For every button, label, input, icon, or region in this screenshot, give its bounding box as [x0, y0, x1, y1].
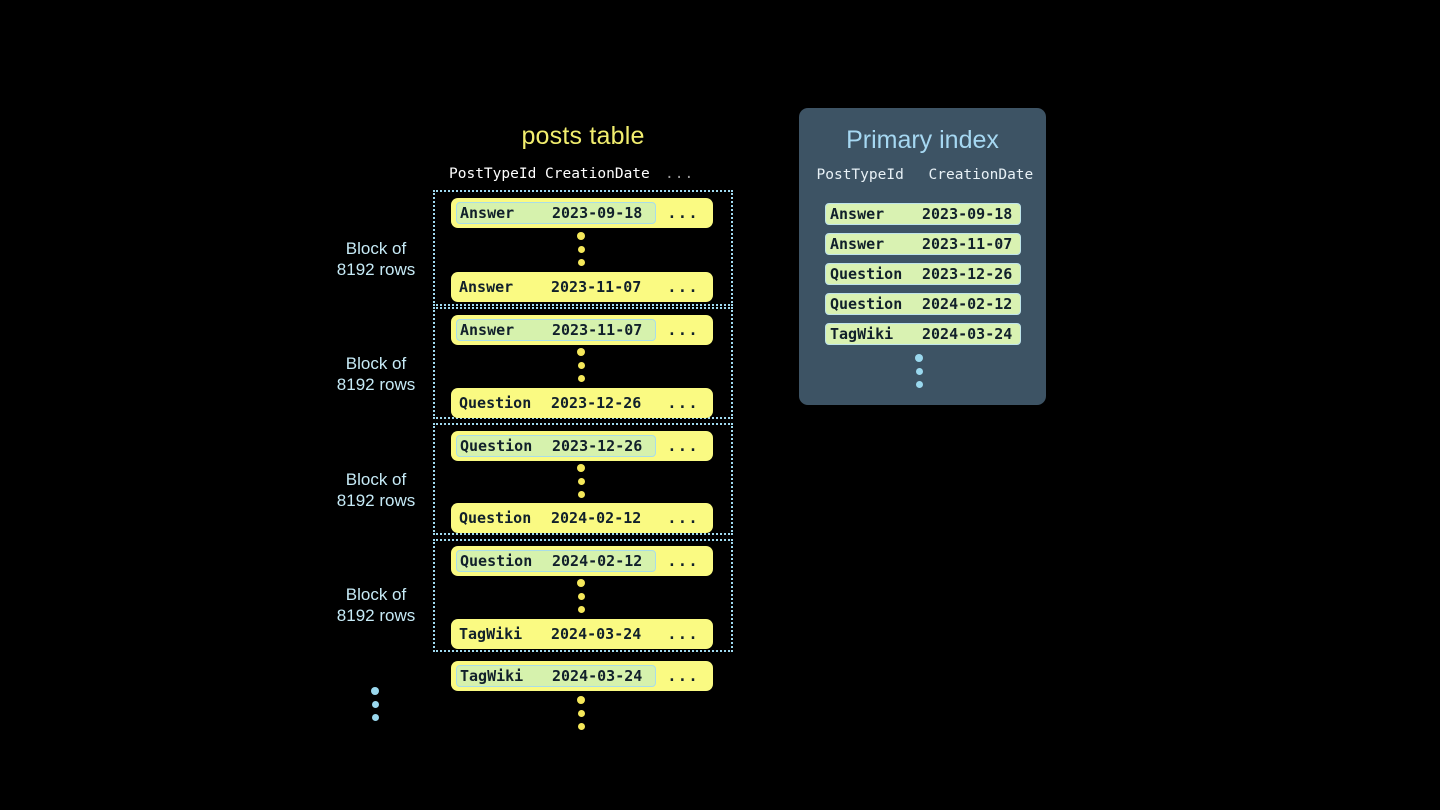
blocks-continuation-dots [371, 687, 379, 721]
block-1-label: Block of 8192 rows [311, 238, 441, 280]
row-ellipsis: ... [667, 437, 699, 455]
block-4 [433, 539, 733, 652]
block-4-label-line2: 8192 rows [336, 606, 416, 625]
index-posttypeid: Question [830, 295, 903, 313]
row-posttypeid: Answer [459, 278, 514, 296]
column-header-posttypeid: PostTypeId [449, 166, 537, 182]
posts-table-title: posts table [521, 122, 645, 150]
primary-index-title: Primary index [846, 126, 999, 154]
row-ellipsis: ... [667, 552, 699, 570]
row-creationdate: 2024-02-12 [552, 552, 643, 570]
index-posttypeid: Answer [830, 235, 885, 253]
index-entry[interactable]: Question 2023-12-26 [825, 263, 1021, 285]
index-posttypeid: Question [830, 265, 903, 283]
table-row[interactable]: TagWiki 2024-03-24 ... [451, 619, 713, 649]
row-creationdate: 2023-11-07 [551, 278, 642, 296]
column-header-ellipsis: ... [665, 166, 695, 182]
index-creationdate: 2023-09-18 [922, 205, 1013, 223]
row-ellipsis: ... [667, 625, 699, 643]
row-ellipsis: ... [667, 204, 699, 222]
row-posttypeid: Question [459, 394, 532, 412]
table-row[interactable]: Question 2024-02-12 ... [451, 546, 713, 576]
row-ellipsis: ... [667, 321, 699, 339]
index-entry[interactable]: Answer 2023-09-18 [825, 203, 1021, 225]
row-creationdate: 2024-03-24 [552, 667, 643, 685]
row-posttypeid: Question [459, 509, 532, 527]
index-continuation-dots [915, 354, 923, 388]
row-continuation-dots [577, 232, 585, 266]
block-2-label-line2: 8192 rows [336, 375, 416, 394]
index-creationdate: 2024-03-24 [922, 325, 1013, 343]
row-posttypeid: TagWiki [460, 667, 524, 685]
table-row[interactable]: Answer 2023-09-18 ... [451, 198, 713, 228]
row-ellipsis: ... [667, 278, 699, 296]
table-continuation-dots [577, 696, 585, 730]
index-entry[interactable]: TagWiki 2024-03-24 [825, 323, 1021, 345]
index-posttypeid: Answer [830, 205, 885, 223]
block-4-label-line1: Block of [345, 585, 407, 604]
block-1 [433, 190, 733, 306]
row-creationdate: 2023-09-18 [552, 204, 643, 222]
index-column-header-posttypeid: PostTypeId [816, 167, 904, 183]
row-ellipsis: ... [667, 394, 699, 412]
table-row[interactable]: Question 2024-02-12 ... [451, 503, 713, 533]
row-creationdate: 2024-03-24 [551, 625, 642, 643]
index-column-header-creationdate: CreationDate [928, 167, 1034, 183]
table-row[interactable]: Answer 2023-11-07 ... [451, 315, 713, 345]
block-2-label-line1: Block of [345, 354, 407, 373]
row-posttypeid: Question [460, 552, 533, 570]
row-posttypeid: Answer [460, 204, 515, 222]
block-4-label: Block of 8192 rows [311, 584, 441, 626]
row-creationdate: 2024-02-12 [551, 509, 642, 527]
index-creationdate: 2024-02-12 [922, 295, 1013, 313]
index-entry[interactable]: Answer 2023-11-07 [825, 233, 1021, 255]
block-3-label: Block of 8192 rows [311, 469, 441, 511]
block-2-label: Block of 8192 rows [311, 353, 441, 395]
block-1-label-line2: 8192 rows [336, 260, 416, 279]
row-posttypeid: Answer [460, 321, 515, 339]
table-row[interactable]: Question 2023-12-26 ... [451, 388, 713, 418]
row-ellipsis: ... [667, 667, 699, 685]
row-continuation-dots [577, 348, 585, 382]
row-continuation-dots [577, 579, 585, 613]
table-row[interactable]: TagWiki 2024-03-24 ... [451, 661, 713, 691]
primary-index-column-headers: PostTypeId CreationDate [799, 167, 1046, 183]
index-creationdate: 2023-12-26 [922, 265, 1013, 283]
row-posttypeid: Question [460, 437, 533, 455]
row-posttypeid: TagWiki [459, 625, 523, 643]
row-creationdate: 2023-12-26 [551, 394, 642, 412]
block-2 [433, 307, 733, 419]
table-row[interactable]: Question 2023-12-26 ... [451, 431, 713, 461]
index-posttypeid: TagWiki [830, 325, 894, 343]
column-header-creationdate: CreationDate [545, 166, 650, 182]
index-creationdate: 2023-11-07 [922, 235, 1013, 253]
table-row[interactable]: Answer 2023-11-07 ... [451, 272, 713, 302]
index-entry[interactable]: Question 2024-02-12 [825, 293, 1021, 315]
primary-index-panel: Primary index PostTypeId CreationDate An… [799, 108, 1046, 405]
block-3-label-line2: 8192 rows [336, 491, 416, 510]
row-continuation-dots [577, 464, 585, 498]
row-ellipsis: ... [667, 509, 699, 527]
row-creationdate: 2023-11-07 [552, 321, 643, 339]
block-1-label-line1: Block of [345, 239, 407, 258]
block-3-label-line1: Block of [345, 470, 407, 489]
posts-table-column-headers: PostTypeId CreationDate ... [449, 166, 714, 182]
block-3 [433, 423, 733, 535]
row-creationdate: 2023-12-26 [552, 437, 643, 455]
